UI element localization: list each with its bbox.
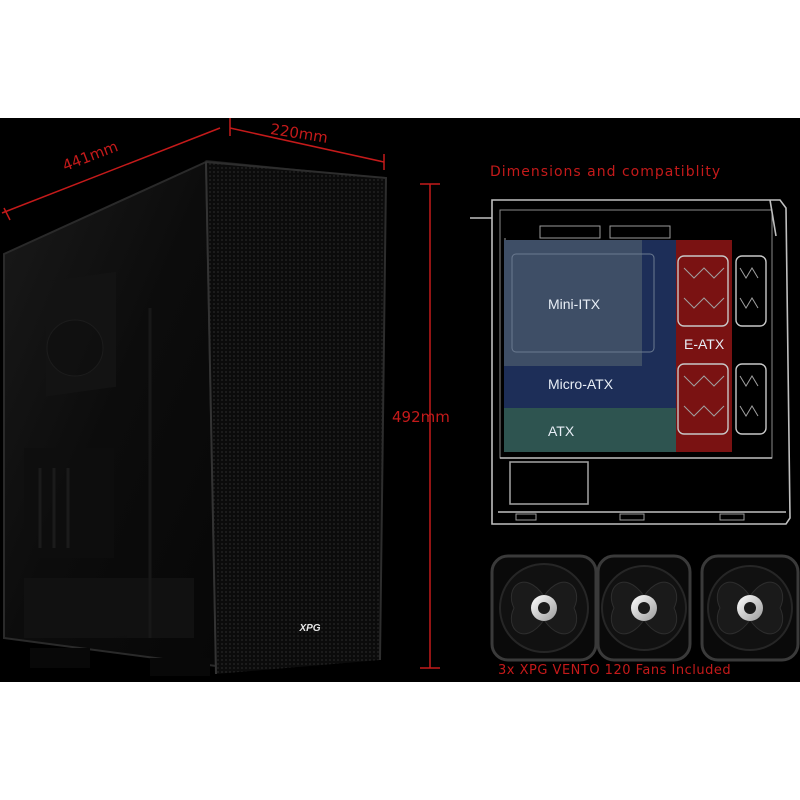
e-atx-label: E-ATX [684, 336, 725, 352]
fan-icon [596, 554, 692, 662]
fans-caption: 3x XPG VENTO 120 Fans Included [498, 663, 732, 678]
case-foot [30, 648, 90, 668]
pc-case: XPG [3, 160, 388, 676]
zone-atx [504, 408, 676, 452]
atx-label: ATX [548, 423, 575, 439]
case-illustration: XPG [1, 118, 800, 676]
micro-atx-label: Micro-ATX [548, 376, 614, 392]
compat-title: Dimensions and compatiblity [490, 164, 722, 180]
case-foot [150, 658, 210, 676]
motherboard-zones [504, 240, 767, 452]
height-dimension-label: 492mm [392, 408, 450, 426]
dimension-lines [1, 118, 440, 669]
zone-e-atx [676, 240, 732, 452]
fan-icon [490, 554, 598, 662]
zone-mini-itx [504, 240, 642, 366]
product-image: XPG [0, 118, 800, 682]
chassis-schematic [470, 199, 791, 525]
xpg-logo: XPG [298, 623, 320, 634]
fans [490, 554, 800, 662]
case-interior [24, 271, 194, 638]
fan-icon [700, 554, 800, 662]
mini-itx-label: Mini-ITX [548, 296, 601, 312]
front-mesh-panel [206, 162, 386, 674]
